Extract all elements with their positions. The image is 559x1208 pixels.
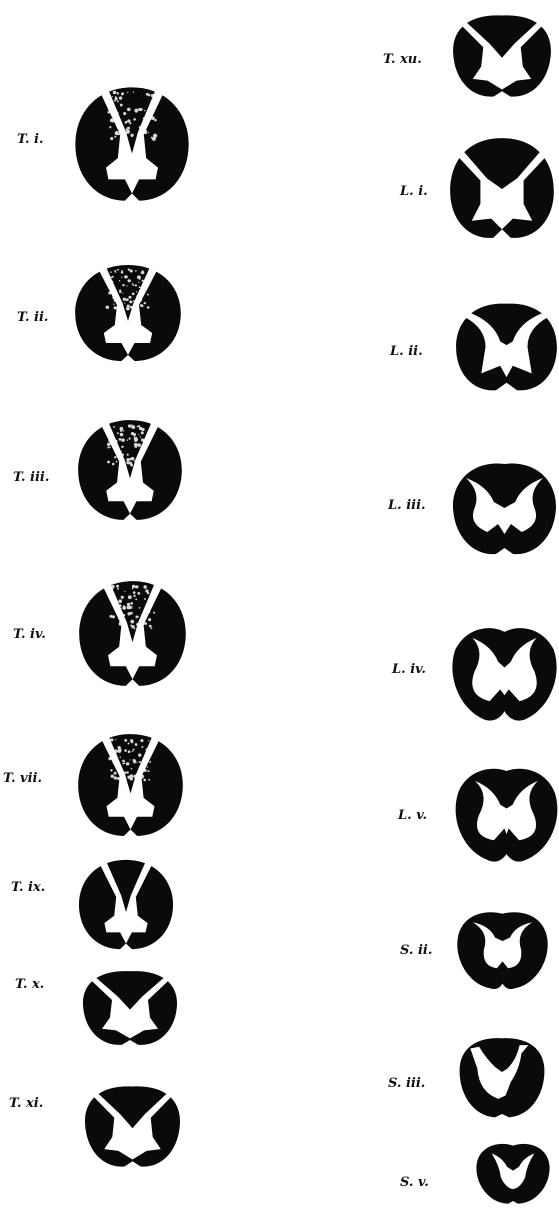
cord-section-s-v: [475, 1139, 551, 1205]
cord-section-t-ix: [77, 858, 175, 951]
label-t-ii: T. ii.: [17, 310, 48, 325]
label-s-iii: S. iii.: [388, 1076, 425, 1091]
label-t-iii: T. iii.: [13, 470, 49, 485]
label-t-vii: T. vii.: [3, 771, 42, 786]
label-t-xii: T. xu.: [383, 52, 422, 67]
cord-section-l-v: [454, 765, 559, 864]
label-t-x: T. x.: [15, 977, 44, 992]
cord-section-t-xii: [450, 12, 554, 100]
cord-section-l-ii: [454, 300, 559, 394]
cord-section-t-xi: [82, 1083, 183, 1170]
label-l-i: L. i.: [400, 184, 428, 199]
cord-section-t-i: [73, 85, 191, 203]
cord-section-s-iii: [458, 1035, 546, 1119]
cord-section-t-iii: [76, 418, 184, 522]
cord-section-l-iv: [451, 624, 558, 723]
cord-section-t-ii: [73, 263, 183, 363]
cord-section-l-iii: [451, 458, 558, 558]
cord-section-t-vii: [76, 732, 185, 838]
label-l-v: L. v.: [398, 808, 427, 823]
cord-section-t-iv: [77, 579, 188, 688]
label-l-ii: L. ii.: [390, 344, 423, 359]
cord-section-t-x: [80, 968, 180, 1048]
label-t-iv: T. iv.: [13, 627, 46, 642]
label-t-ix: T. ix.: [11, 880, 45, 895]
label-s-ii: S. ii.: [400, 943, 432, 958]
cord-section-l-i: [448, 136, 556, 242]
label-l-iii: L. iii.: [388, 498, 426, 513]
cord-section-s-ii: [456, 907, 549, 992]
label-s-v: S. v.: [400, 1175, 429, 1190]
label-t-i: T. i.: [17, 132, 44, 147]
label-l-iv: L. iv.: [392, 662, 426, 677]
label-t-xi: T. xi.: [9, 1096, 43, 1111]
